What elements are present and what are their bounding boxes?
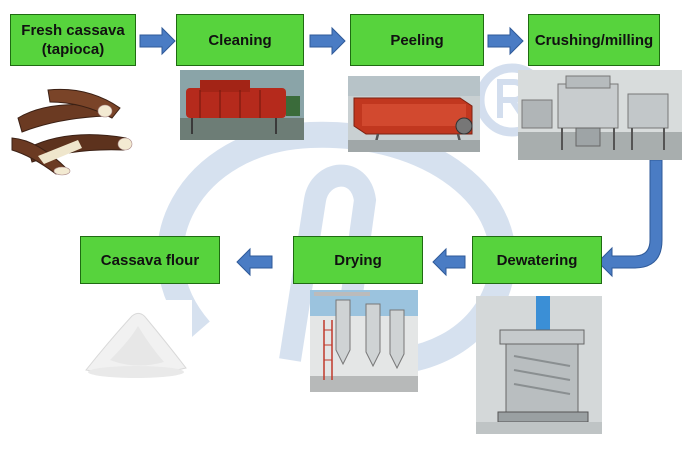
photo-fresh-cassava xyxy=(8,78,142,176)
step-label: Cleaning xyxy=(208,31,272,49)
step-peeling: Peeling xyxy=(350,14,484,66)
process-arrow-icon xyxy=(597,159,663,278)
step-cassava-flour: Cassava flour xyxy=(80,236,220,284)
step-dewatering: Dewatering xyxy=(472,236,602,284)
photo-cassava-flour xyxy=(80,300,192,382)
photo-drying-system xyxy=(310,290,418,392)
step-label: Cassava flour xyxy=(100,251,200,269)
photo-crushing-machine xyxy=(518,70,682,160)
photo-cleaning-machine xyxy=(180,70,304,140)
step-label: Crushing/milling xyxy=(534,31,654,49)
step-label: Dewatering xyxy=(496,251,578,269)
process-arrow-icon xyxy=(309,26,346,56)
step-fresh-cassava: Fresh cassava (tapioca) xyxy=(10,14,136,66)
photo-dewatering-press xyxy=(476,296,602,434)
process-arrow-icon xyxy=(432,247,466,277)
process-arrow-icon xyxy=(487,26,524,56)
step-cleaning: Cleaning xyxy=(176,14,304,66)
step-label: Fresh cassava (tapioca) xyxy=(21,22,125,58)
step-label: Peeling xyxy=(390,31,444,49)
process-arrow-icon xyxy=(236,247,273,277)
step-crushing-milling: Crushing/milling xyxy=(528,14,660,66)
step-label: Drying xyxy=(334,251,382,269)
photo-peeling-machine xyxy=(348,76,480,152)
step-drying: Drying xyxy=(293,236,423,284)
process-arrow-icon xyxy=(139,26,176,56)
